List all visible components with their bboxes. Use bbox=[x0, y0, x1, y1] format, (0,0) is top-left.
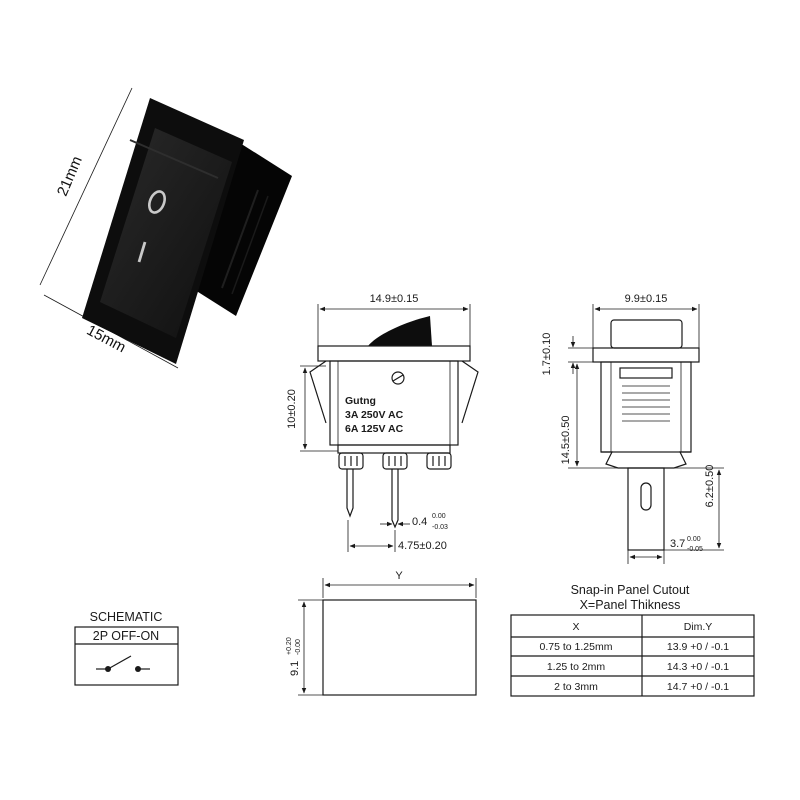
table-title: Snap-in Panel Cutout bbox=[571, 583, 690, 597]
side-terminal bbox=[627, 467, 665, 551]
snap-clip-right bbox=[461, 360, 479, 424]
rating-label-1: 3A 250V AC bbox=[345, 409, 404, 421]
cutout-rect bbox=[322, 599, 477, 696]
pin-2 bbox=[391, 469, 399, 529]
terminal-2 bbox=[382, 452, 408, 470]
cutout-height-upper-tol: +0.20 bbox=[286, 637, 293, 655]
cutout-height-lower-tol: -0.00 bbox=[295, 639, 302, 655]
screw-icon bbox=[391, 371, 405, 385]
table-cell: 0.75 to 1.25mm bbox=[540, 641, 613, 653]
pin-pitch-dim: 4.75±0.20 bbox=[398, 540, 447, 552]
table-cell: 14.3 +0 / -0.1 bbox=[667, 661, 729, 673]
snap-clip-left bbox=[309, 360, 327, 424]
front-width-dim: 14.9±0.15 bbox=[370, 293, 419, 305]
schematic-subtitle: 2P OFF-ON bbox=[93, 629, 159, 643]
table-header-dim-y: Dim.Y bbox=[684, 621, 713, 633]
cutout-width-label: Y bbox=[395, 570, 403, 582]
side-view-drawing: 9.9±0.15 1.7±0.10 14.5±0.50 bbox=[541, 293, 724, 564]
cutout-height-dim: 9.1 bbox=[289, 661, 301, 676]
table-cell: 1.25 to 2mm bbox=[547, 661, 606, 673]
switch-blade-icon bbox=[107, 655, 132, 670]
product-height-label: 21mm bbox=[54, 154, 86, 199]
off-symbol-icon bbox=[148, 190, 166, 214]
brand-label: Gutng bbox=[345, 395, 376, 407]
side-thickness-lower-tol: -0.05 bbox=[687, 546, 703, 553]
table-cell: 14.7 +0 / -0.1 bbox=[667, 681, 729, 693]
side-bezel bbox=[592, 347, 700, 363]
side-flange bbox=[601, 451, 691, 469]
height-dim-line bbox=[39, 87, 133, 286]
pin-thickness-lower-tol: -0.03 bbox=[432, 524, 448, 531]
terminal-1 bbox=[338, 452, 364, 470]
front-bezel bbox=[317, 345, 471, 362]
housing-rib bbox=[231, 195, 269, 295]
table-header-x: X bbox=[572, 621, 579, 633]
side-terminal-dim: 6.2±0.50 bbox=[704, 465, 716, 508]
side-thickness-upper-tol: 0.00 bbox=[687, 536, 701, 543]
housing-rib bbox=[221, 189, 259, 289]
side-thickness-dim: 3.7 bbox=[670, 538, 685, 550]
switch-housing-side bbox=[176, 138, 292, 316]
product-photo: 21mm 15mm bbox=[39, 87, 292, 369]
side-top-dim: 1.7±0.10 bbox=[541, 333, 553, 376]
terminal-3 bbox=[426, 452, 452, 470]
pin-thickness-upper-tol: 0.00 bbox=[432, 513, 446, 520]
cutout-table: Snap-in Panel Cutout X=Panel Thikness X … bbox=[510, 583, 755, 697]
schematic-box: SCHEMATIC 2P OFF-ON bbox=[74, 610, 179, 686]
rocker-top bbox=[368, 316, 432, 346]
front-view-drawing: 14.9±0.15 Gutng 3A 250V AC 6A 125V AC bbox=[286, 293, 479, 552]
rocker-edge bbox=[129, 139, 219, 179]
pin-1 bbox=[346, 469, 354, 518]
side-body bbox=[600, 361, 692, 453]
front-height-dim: 10±0.20 bbox=[286, 389, 298, 429]
table-cell: 2 to 3mm bbox=[554, 681, 598, 693]
table-cell: 13.9 +0 / -0.1 bbox=[667, 641, 729, 653]
table-subtitle: X=Panel Thikness bbox=[580, 598, 681, 612]
schematic-title: SCHEMATIC bbox=[90, 610, 163, 624]
panel-cutout-drawing: Y 9.1 +0.20 -0.00 bbox=[286, 570, 477, 696]
switch-contact-right bbox=[135, 666, 141, 672]
side-rocker bbox=[610, 319, 683, 349]
schematic-frame bbox=[74, 626, 179, 686]
rocker-face bbox=[100, 128, 232, 338]
on-symbol-icon bbox=[137, 241, 147, 263]
rating-label-2: 6A 125V AC bbox=[345, 423, 404, 435]
side-body-dim: 14.5±0.50 bbox=[560, 416, 572, 465]
pin-thickness-dim: 0.4 bbox=[412, 516, 427, 528]
side-width-dim: 9.9±0.15 bbox=[625, 293, 668, 305]
